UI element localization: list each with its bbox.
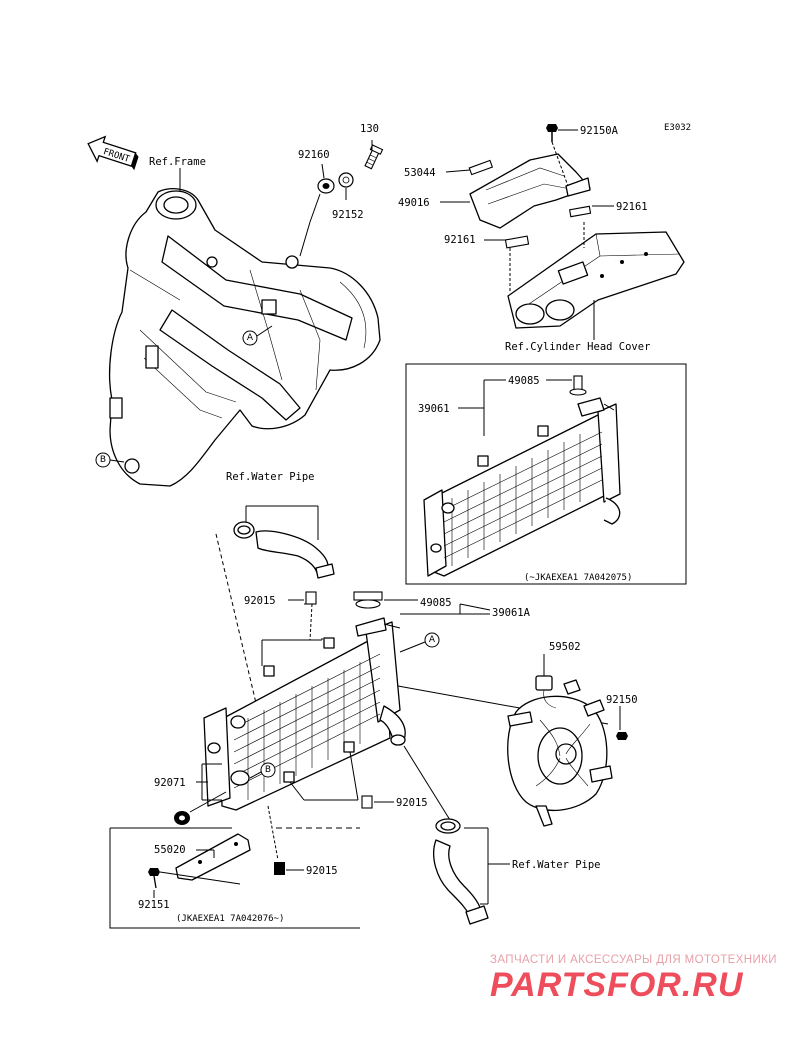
bolt-130-icon: [364, 144, 384, 170]
label-39061a: 39061A: [492, 607, 531, 619]
bracket-55020-drawing: [175, 833, 251, 881]
svg-text:B: B: [100, 455, 106, 465]
callout-b-radiator: B: [249, 762, 276, 779]
label-59502: 59502: [549, 641, 581, 653]
radiator-39061-drawing: [423, 397, 621, 577]
water-pipe-lower-drawing: [433, 818, 489, 925]
callout-a-frame: A: [242, 325, 273, 346]
box-note-late: (JKAEXEA1 7A042076~): [176, 914, 284, 924]
label-39061: 39061: [418, 403, 450, 415]
label-92015-a: 92015: [244, 595, 276, 607]
label-ref-frame: Ref.Frame: [149, 156, 206, 168]
cap-49085-box-icon: [569, 375, 587, 396]
label-ref-cylinder-head-cover: Ref.Cylinder Head Cover: [505, 341, 650, 353]
pad-92161-left-icon: [504, 235, 530, 249]
callout-a-radiator: A: [399, 632, 440, 653]
label-92160: 92160: [298, 149, 330, 161]
label-ref-water-pipe-top: Ref.Water Pipe: [226, 471, 315, 483]
label-92161-right: 92161: [616, 201, 648, 213]
clip-92015-a-icon: [305, 591, 317, 605]
label-49085: 49085: [420, 597, 452, 609]
callout-b-frame: B: [95, 452, 125, 468]
bolt-92151-icon: [148, 868, 160, 889]
watermark-tagline: ЗАПЧАСТИ И АКСЕССУАРЫ ДЛЯ МОТОТЕХНИКИ: [490, 954, 777, 966]
grommet-92160-icon: [317, 178, 335, 194]
watermark: ЗАПЧАСТИ И АКСЕССУАРЫ ДЛЯ МОТОТЕХНИКИ PA…: [490, 954, 777, 1004]
label-49016: 49016: [398, 197, 430, 209]
watermark-logo: PARTSFOR.RU: [490, 966, 744, 1004]
diagram-code: E3032: [664, 123, 691, 133]
cylinder-head-cover-drawing: [507, 231, 685, 329]
label-92161-left: 92161: [444, 234, 476, 246]
bolt-92150-icon: [616, 732, 628, 740]
label-130: 130: [360, 123, 379, 135]
label-55020: 55020: [154, 844, 186, 856]
label-92015-b: 92015: [396, 797, 428, 809]
small-parts-head-cover: [468, 124, 592, 292]
inset-box-early: [405, 363, 687, 585]
label-92150: 92150: [606, 694, 638, 706]
grommet-92071-icon: [174, 811, 190, 825]
label-92015-c: 92015: [306, 865, 338, 877]
pad-92161-right-icon: [568, 205, 592, 218]
label-92071: 92071: [154, 777, 186, 789]
radiator-39061a-drawing: [203, 617, 406, 811]
svg-text:B: B: [265, 765, 271, 775]
frame-fasteners: [299, 140, 384, 257]
inset-box-late: [109, 828, 360, 929]
heat-shield-49016-drawing: [469, 153, 591, 229]
label-53044: 53044: [404, 167, 436, 179]
svg-text:A: A: [429, 635, 436, 645]
clip-92015-b-icon: [361, 795, 373, 809]
collar-92152-icon: [338, 172, 354, 188]
fan-59502-drawing: [507, 675, 613, 827]
label-92150a: 92150A: [580, 125, 619, 137]
cap-49085-icon: [353, 591, 383, 609]
bolt-92150a-icon: [546, 124, 558, 142]
svg-text:A: A: [247, 333, 254, 343]
box-note-early: (~JKAEXEA1 7A042075): [524, 573, 632, 583]
label-ref-water-pipe-bottom: Ref.Water Pipe: [512, 859, 601, 871]
label-49085-box: 49085: [508, 375, 540, 387]
clip-92015-c-icon: [274, 862, 285, 875]
label-92151: 92151: [138, 899, 170, 911]
front-arrow-icon: FRONT: [87, 135, 139, 171]
label-92152: 92152: [332, 209, 364, 221]
water-pipe-upper-drawing: [233, 521, 335, 579]
rubber-53044-icon: [468, 159, 494, 176]
